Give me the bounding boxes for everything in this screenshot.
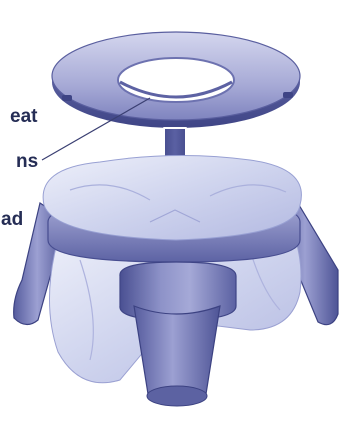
potty-base — [14, 155, 338, 406]
liner-bag-top — [43, 155, 301, 240]
callout-pad: ad — [1, 209, 23, 230]
seat-tab-left — [62, 95, 72, 101]
callout-buttons: ns — [16, 151, 38, 172]
callout-seat: eat — [10, 106, 38, 127]
seat-ring — [52, 32, 300, 128]
seat-tab-right — [283, 92, 293, 98]
